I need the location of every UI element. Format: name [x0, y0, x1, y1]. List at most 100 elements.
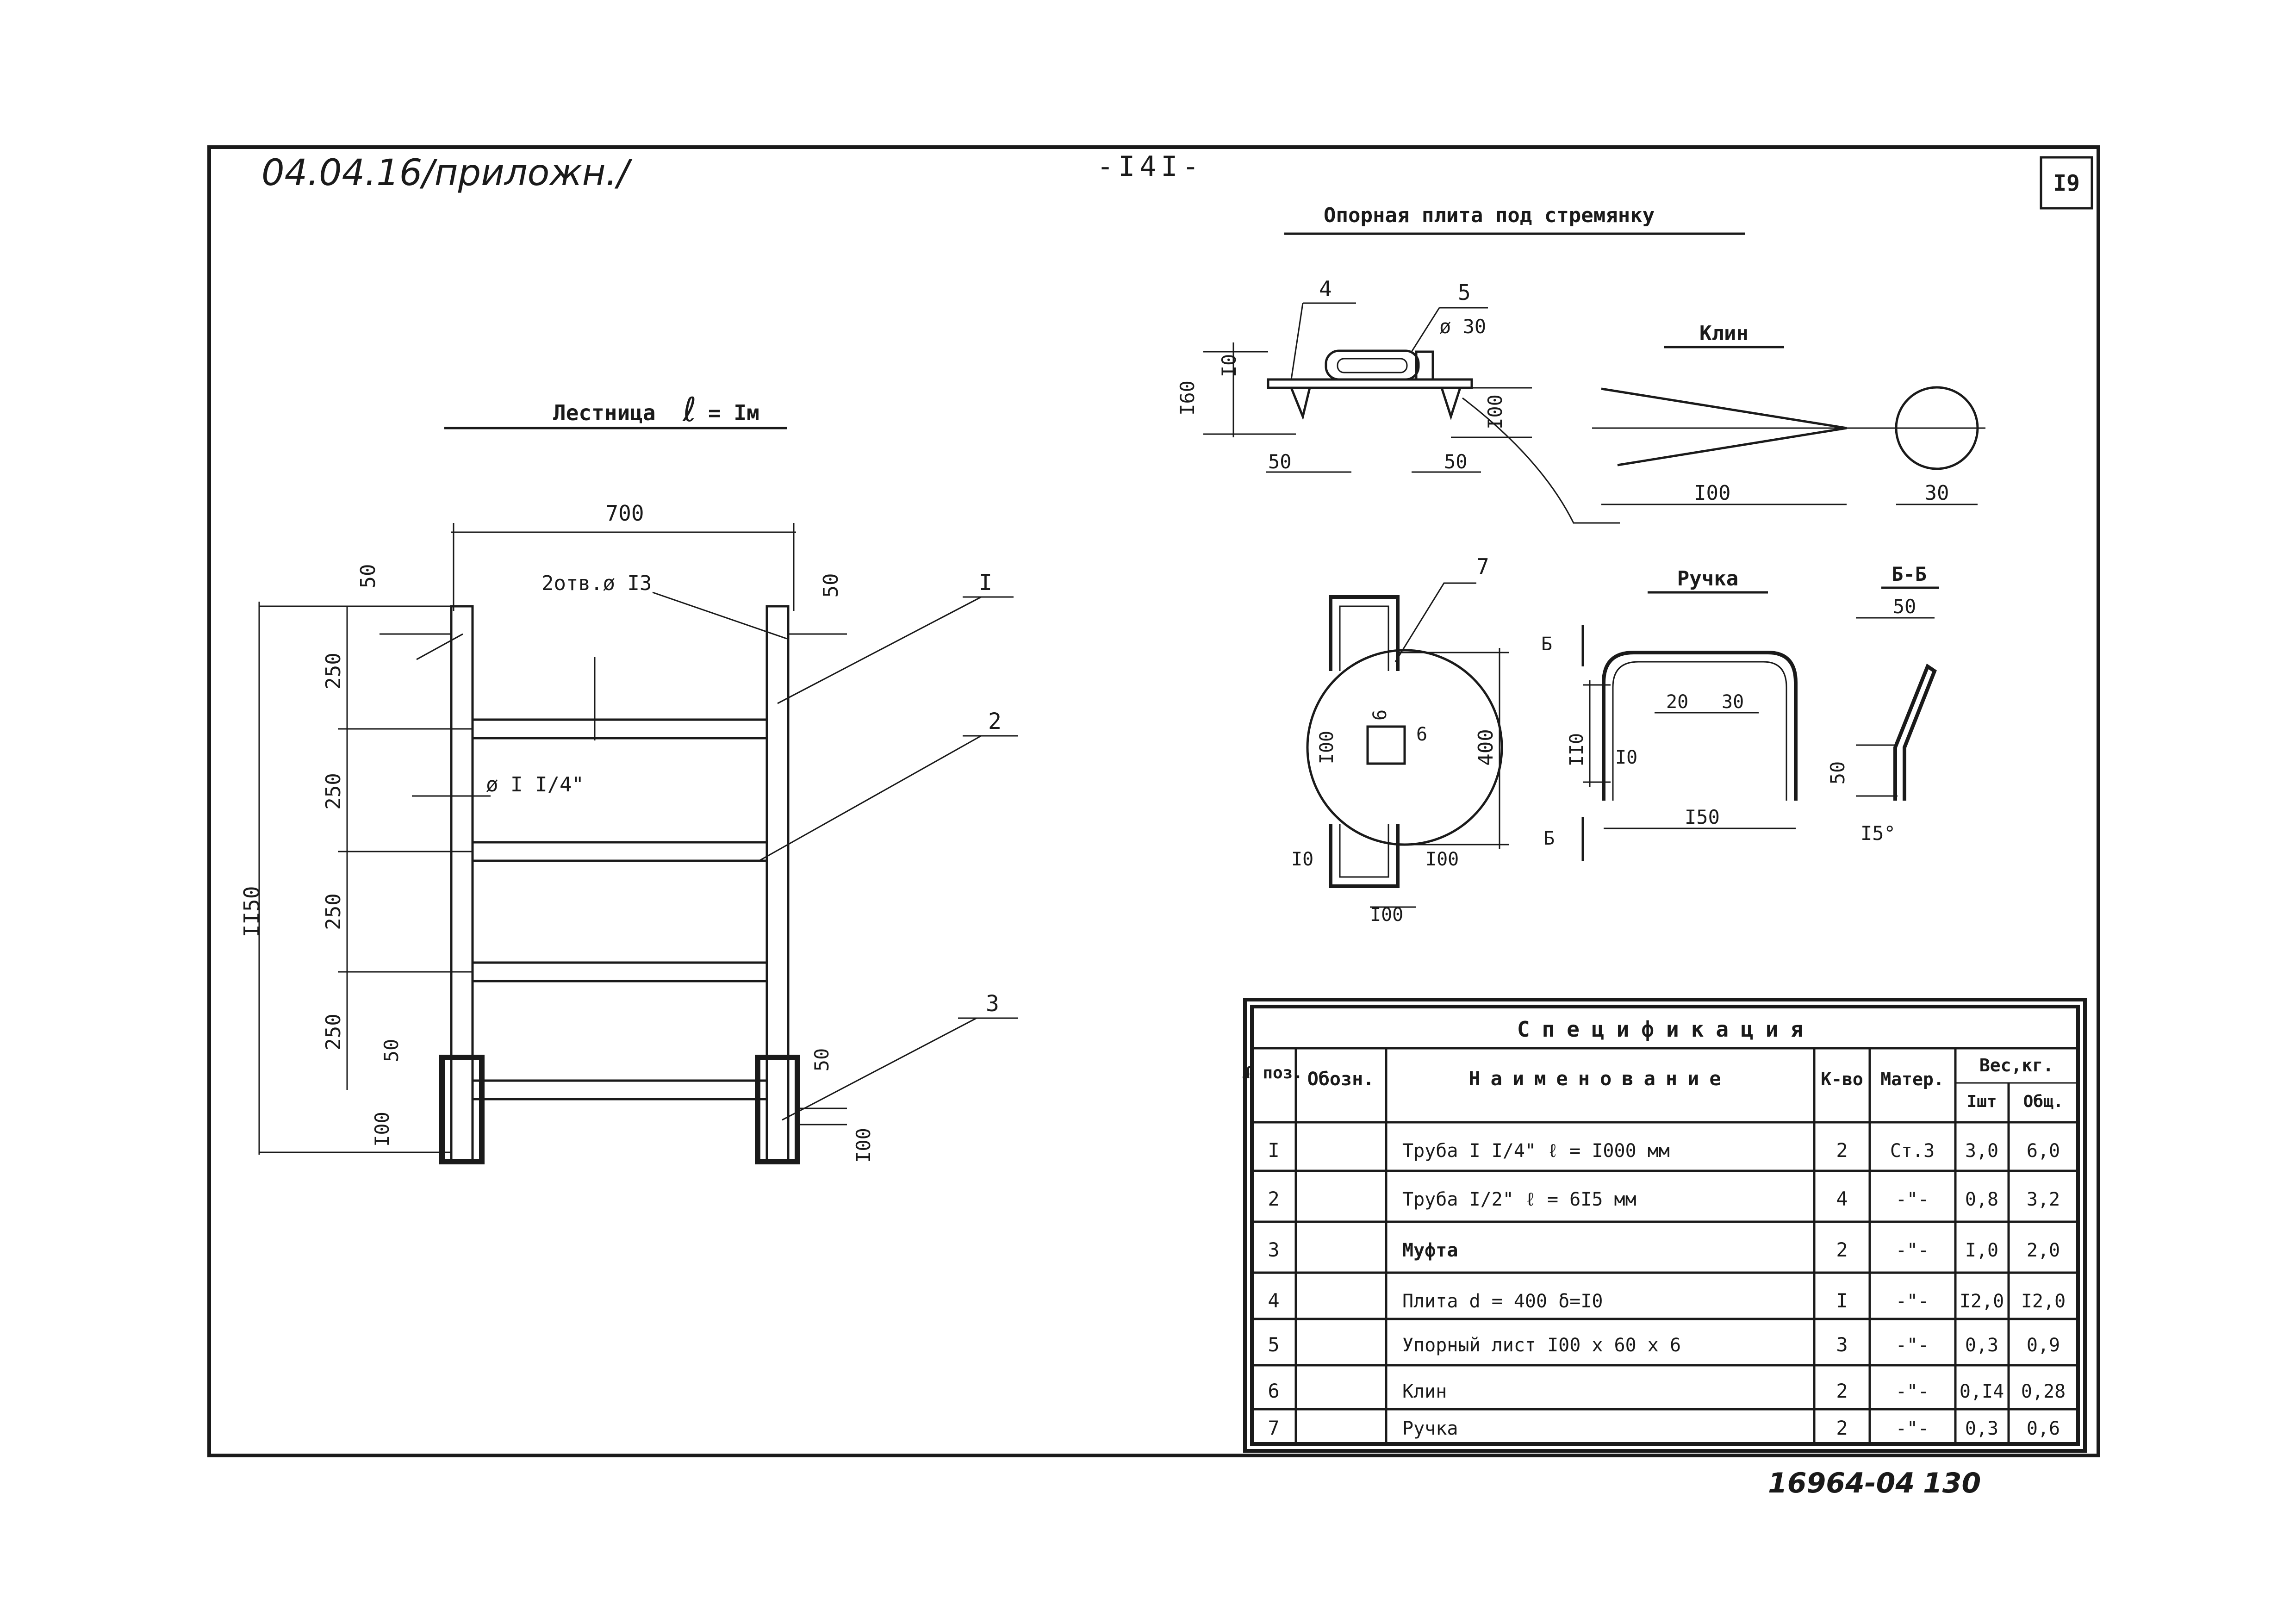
- row-material: -"-: [1896, 1381, 1929, 1402]
- dim-total-height: II50: [239, 886, 264, 938]
- page-number: -I4I-: [1097, 150, 1204, 183]
- row-name: Упорный лист I00 x 60 x 6: [1402, 1335, 1681, 1356]
- row-material: -"-: [1896, 1189, 1929, 1210]
- row-name: Ручка: [1402, 1418, 1458, 1439]
- row-qty: 2: [1836, 1238, 1848, 1261]
- dim-handle-10: I0: [1615, 747, 1637, 768]
- sheet-number: I9: [2053, 170, 2080, 196]
- table-row: 5 Упорный лист I00 x 60 x 6 3 -"- 0,3 0,…: [1268, 1333, 2060, 1356]
- callout-7: 7: [1476, 554, 1489, 579]
- row-name: Труба I I/4" ℓ = I000 мм: [1402, 1140, 1670, 1162]
- row-qty: 4: [1836, 1188, 1848, 1210]
- header-designation: Обозн.: [1307, 1069, 1375, 1090]
- header-pos: № поз.: [1242, 1063, 1303, 1082]
- dim-width: 700: [605, 501, 644, 526]
- row-qty: 2: [1836, 1139, 1848, 1162]
- table-row: 7 Ручка 2 -"- 0,3 0,6: [1268, 1417, 2060, 1439]
- spec-title: Спецификация: [1517, 1017, 1815, 1042]
- dim-top-100b: I00: [1370, 904, 1403, 926]
- row-unit: 0,3: [1965, 1335, 1998, 1356]
- row-pos: 7: [1268, 1417, 1279, 1439]
- header-total-weight: Общ.: [2023, 1092, 2064, 1111]
- dim-top-100a: I00: [1425, 849, 1459, 870]
- callout-2: 2: [988, 709, 1002, 734]
- dim-top-6b: 6: [1416, 724, 1427, 745]
- row-total: 0,28: [2021, 1381, 2066, 1402]
- row-unit: 3,0: [1965, 1140, 1998, 1162]
- row-total: I2,0: [2021, 1291, 2066, 1312]
- ladder-view: Лестница ℓ = Iм 700 II50 250 250: [239, 390, 1018, 1164]
- dim-plate-50-left: 50: [1268, 450, 1292, 473]
- row-name: Муфта: [1402, 1240, 1458, 1261]
- dim-section-50-top: 50: [1893, 595, 1916, 618]
- row-total: 3,2: [2027, 1189, 2060, 1210]
- dim-bottom-right: I00: [852, 1128, 875, 1163]
- row-qty: 2: [1836, 1417, 1848, 1439]
- row-pos: I: [1268, 1139, 1279, 1162]
- dim-bottom-left: I00: [371, 1112, 393, 1147]
- dim-top-left: 50: [356, 564, 380, 589]
- dim-sleeve-right: 50: [810, 1048, 833, 1072]
- row-material: -"-: [1896, 1418, 1929, 1439]
- row-pos: 6: [1268, 1380, 1279, 1402]
- section-title: Б-Б: [1892, 563, 1927, 585]
- row-unit: I2,0: [1960, 1291, 2004, 1312]
- dim-wedge-length: I00: [1694, 481, 1730, 505]
- dim-section-50-side: 50: [1826, 761, 1849, 785]
- sleeve-right: [755, 1055, 800, 1164]
- row-name: Плита d = 400 δ=I0: [1402, 1291, 1603, 1312]
- callout-3: 3: [986, 991, 999, 1017]
- dim-top-10: I0: [1291, 849, 1313, 870]
- dim-spacing-1: 250: [322, 653, 345, 689]
- spec-table: Спецификация № поз. Обозн. Наименование …: [1242, 998, 2087, 1453]
- plate-title: Опорная плита под стремянку: [1324, 204, 1655, 227]
- spec-rows: I Труба I I/4" ℓ = I000 мм 2 Ст.3 3,0 6,…: [1252, 1139, 2078, 1439]
- row-unit: 0,3: [1965, 1418, 1998, 1439]
- row-unit: I,0: [1965, 1240, 1998, 1261]
- ladder-rungs: [471, 718, 768, 1101]
- sheet-number-box: I9: [2040, 156, 2093, 210]
- row-material: Ст.3: [1890, 1140, 1935, 1162]
- section-view: Б-Б 50 50 I5°: [1826, 563, 1939, 845]
- row-name: Труба I/2" ℓ = 6I5 мм: [1402, 1189, 1636, 1210]
- dim-section-angle: I5°: [1860, 822, 1896, 845]
- dim-handle-110: II0: [1566, 733, 1587, 766]
- dim-spacing-2: 250: [322, 773, 345, 809]
- row-total: 0,9: [2027, 1335, 2060, 1356]
- callout-1: I: [979, 570, 992, 596]
- sheet-code: 130: [1923, 1467, 1981, 1499]
- section-mark-bottom: Б: [1543, 828, 1555, 849]
- dim-wedge-diameter: 30: [1925, 481, 1949, 505]
- row-total: 0,6: [2027, 1418, 2060, 1439]
- ladder-title-value: = Iм: [708, 400, 759, 425]
- row-material: -"-: [1896, 1240, 1929, 1261]
- header-qty: К-во: [1821, 1069, 1863, 1089]
- row-material: -"-: [1896, 1291, 1929, 1312]
- header-unit-weight: Iшт: [1966, 1092, 1997, 1111]
- dim-handle-30: 30: [1722, 691, 1744, 713]
- row-pos: 2: [1268, 1188, 1279, 1210]
- table-row: 3 Муфта 2 -"- I,0 2,0: [1268, 1238, 2060, 1261]
- plate-top-view: 400 6 6 I00 I0 I00 I00 7: [1291, 554, 1509, 926]
- dim-top-right: 50: [819, 573, 843, 598]
- dim-plate-50-right: 50: [1444, 450, 1468, 473]
- section-mark-top: Б: [1541, 634, 1552, 655]
- sleeve-left: [439, 1055, 485, 1164]
- table-row: 2 Труба I/2" ℓ = 6I5 мм 4 -"- 0,8 3,2: [1268, 1188, 2060, 1210]
- wedge-title: Клин: [1699, 322, 1748, 345]
- dim-plate-160: I60: [1176, 380, 1199, 416]
- callout-5: 5: [1458, 280, 1471, 305]
- ladder-title-symbol: ℓ: [682, 390, 697, 429]
- row-material: -"-: [1896, 1335, 1929, 1356]
- header-weight: Вес,кг.: [1979, 1055, 2053, 1076]
- dim-spacing-4: 250: [322, 1014, 345, 1050]
- row-pos: 4: [1268, 1289, 1279, 1312]
- dim-top-100: I00: [1316, 731, 1338, 764]
- row-qty: 3: [1836, 1333, 1848, 1356]
- handle-title: Ручка: [1677, 567, 1738, 591]
- table-row: I Труба I I/4" ℓ = I000 мм 2 Ст.3 3,0 6,…: [1268, 1139, 2060, 1162]
- handle-view: Ручка Б Б II0 I0 20 30 I50: [1541, 567, 1798, 861]
- table-row: 6 Клин 2 -"- 0,I4 0,28: [1268, 1380, 2066, 1402]
- header-name: Наименование: [1468, 1067, 1731, 1090]
